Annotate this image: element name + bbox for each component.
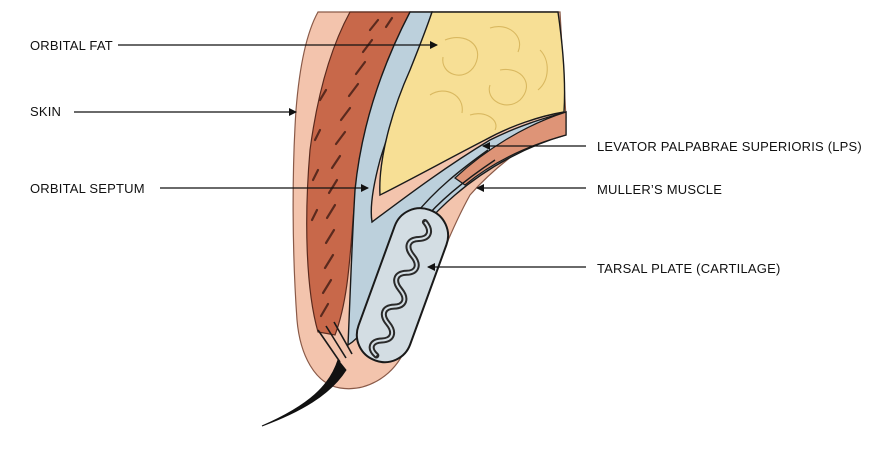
tarsal-plate xyxy=(355,207,450,364)
eyelash xyxy=(261,358,347,427)
label-skin: SKIN xyxy=(30,104,62,119)
label-muller-muscle: MULLER’S MUSCLE xyxy=(597,182,723,197)
lps-muscle xyxy=(454,111,567,186)
orbital-fat-region xyxy=(379,11,566,197)
label-orbital-fat: ORBITAL FAT xyxy=(30,38,113,53)
lid-margin xyxy=(317,321,353,363)
muscle-fibers xyxy=(310,16,394,318)
label-orbital-septum: ORBITAL SEPTUM xyxy=(30,181,145,196)
label-lps: LEVATOR PALPABRAE SUPERIORIS (LPS) xyxy=(597,139,862,154)
label-tarsal-plate: TARSAL PLATE (CARTILAGE) xyxy=(597,261,781,276)
fat-lobules xyxy=(429,26,548,131)
